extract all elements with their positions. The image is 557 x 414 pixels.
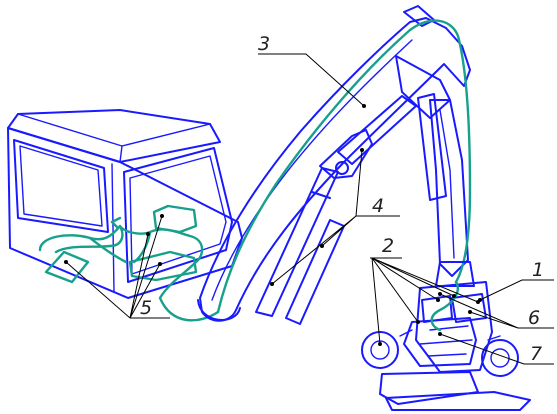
label-5: 5 xyxy=(140,297,152,319)
crane-hydraulic-line xyxy=(216,19,472,314)
feed-roller-left xyxy=(361,331,399,369)
cabin-pillar xyxy=(111,163,115,293)
leader-lines xyxy=(64,53,554,365)
stick-boom-inner xyxy=(439,109,455,259)
head-hydraulic-line xyxy=(430,280,459,332)
control-units xyxy=(38,204,220,322)
leader-3 xyxy=(258,53,365,107)
saw-bar xyxy=(385,391,531,411)
outer-cylinder xyxy=(417,93,447,201)
rotator xyxy=(435,261,475,287)
callouts: 3 4 2 1 5 6 7 xyxy=(140,33,544,365)
boom-knuckle xyxy=(395,55,451,119)
saw-box xyxy=(379,371,479,405)
lift-cylinder-rod xyxy=(285,219,345,325)
leader-6 xyxy=(439,293,554,329)
cabin-body xyxy=(7,127,243,299)
center-control-box xyxy=(128,250,198,282)
head-frame xyxy=(415,281,493,373)
feed-roller-right xyxy=(481,339,519,377)
sensor-box-1 xyxy=(451,293,487,323)
main-boom-inner xyxy=(211,39,413,301)
cabin-cable-loop xyxy=(38,216,204,264)
boom-bracket xyxy=(319,129,373,179)
leader-7 xyxy=(439,333,554,365)
label-1: 1 xyxy=(532,259,544,281)
stick-boom xyxy=(429,99,469,277)
head-details xyxy=(399,325,501,357)
cabin-front-window-inner xyxy=(19,145,103,227)
cabin-side-window xyxy=(123,147,233,283)
label-3: 3 xyxy=(258,33,270,55)
leader-4 xyxy=(271,149,400,285)
tilt-cylinder xyxy=(337,95,417,165)
label-4: 4 xyxy=(372,195,384,217)
cabin-exit-cable xyxy=(158,260,220,322)
crane xyxy=(197,5,471,325)
leader-1 xyxy=(479,279,554,301)
head-core xyxy=(403,317,477,367)
label-6: 6 xyxy=(528,307,540,329)
boom-heel xyxy=(197,299,241,321)
feed-roller-right-hub xyxy=(490,348,510,368)
main-boom xyxy=(199,17,471,322)
sensor-box-6 xyxy=(421,295,453,323)
leader-5 xyxy=(65,215,170,319)
operator-cabin xyxy=(7,109,243,299)
leader-2 xyxy=(370,257,479,345)
left-control-panel xyxy=(44,250,90,284)
cabin-side-window-inner xyxy=(129,155,227,275)
pivot-pin xyxy=(335,161,349,175)
cabin-roof-edge xyxy=(17,113,211,163)
label-7: 7 xyxy=(530,343,542,365)
cabin-front-window xyxy=(13,139,109,233)
top-control-box xyxy=(152,204,198,234)
label-2: 2 xyxy=(382,235,394,257)
harvester-head xyxy=(361,261,531,411)
